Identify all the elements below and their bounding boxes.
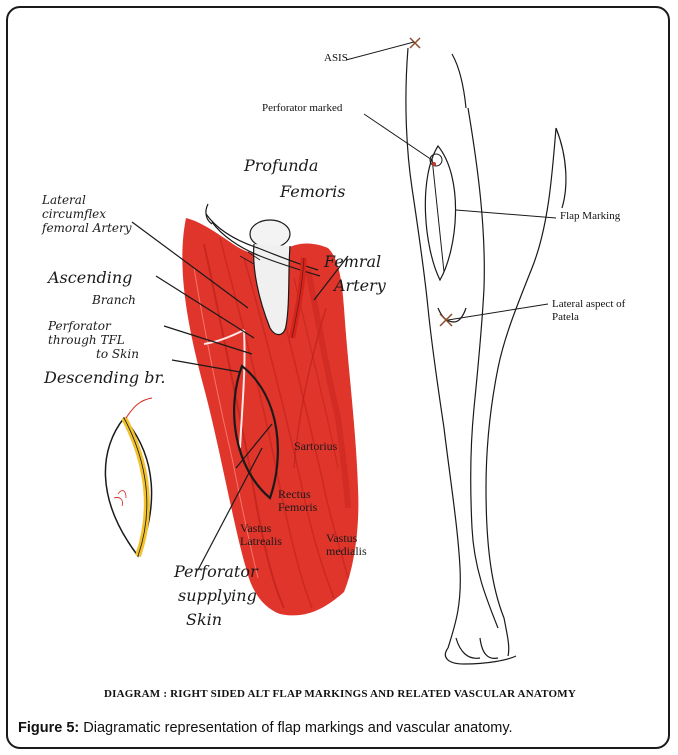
ascending-branch-label-line2: Branch <box>92 294 136 307</box>
diagram-title: DIAGRAM : RIGHT SIDED ALT FLAP MARKINGS … <box>8 688 670 700</box>
skin-paddle <box>105 398 152 556</box>
lcfa-label-line1: Lateral <box>42 194 86 207</box>
perforator-tfl-label-line3: to Skin <box>96 348 139 361</box>
profunda-femoris-label-line1: Profunda <box>244 158 318 175</box>
lateral-aspect-label-line1: Lateral aspect of <box>552 298 625 310</box>
perforator-skin-label-line1: Perforator <box>174 564 258 581</box>
rectus-femoris-label: Rectus Femoris <box>278 488 317 513</box>
perforator-marked-label: Perforator marked <box>262 102 342 114</box>
asis-label: ASIS <box>324 52 348 64</box>
perforator-skin-label-line3: Skin <box>186 612 222 629</box>
figure-caption: Figure 5: Diagramatic representation of … <box>18 720 513 736</box>
figure-number: Figure 5: <box>18 720 79 736</box>
lateral-aspect-label-line2: Patela <box>552 311 579 323</box>
vastus-lateralis-label: Vastus Latrealis <box>240 522 282 547</box>
lcfa-label-line2: circumflex <box>42 208 106 221</box>
leg-outline <box>406 48 566 664</box>
perforator-skin-label-line2: supplying <box>178 588 257 605</box>
descending-branch-label: Descending br. <box>44 370 165 387</box>
vastus-medialis-label: Vastus medialis <box>326 532 367 557</box>
femoral-artery-label-line1: Femral <box>324 254 381 271</box>
profunda-femoris-label-line2: Femoris <box>280 184 345 201</box>
perforator-tfl-label-line1: Perforator <box>48 320 111 333</box>
figure-frame: ASIS Perforator marked Flap Marking Late… <box>6 6 670 749</box>
figure-caption-text: Diagramatic representation of flap marki… <box>79 720 512 736</box>
femoral-artery-label-line2: Artery <box>334 278 386 295</box>
perforator-tfl-label-line2: through TFL <box>48 334 125 347</box>
flap-marking-label: Flap Marking <box>560 210 620 222</box>
ascending-branch-label-line1: Ascending <box>48 270 132 287</box>
leg-flap-marking <box>425 146 455 280</box>
sartorius-label: Sartorius <box>294 440 337 453</box>
lcfa-label-line3: femoral Artery <box>42 222 132 235</box>
